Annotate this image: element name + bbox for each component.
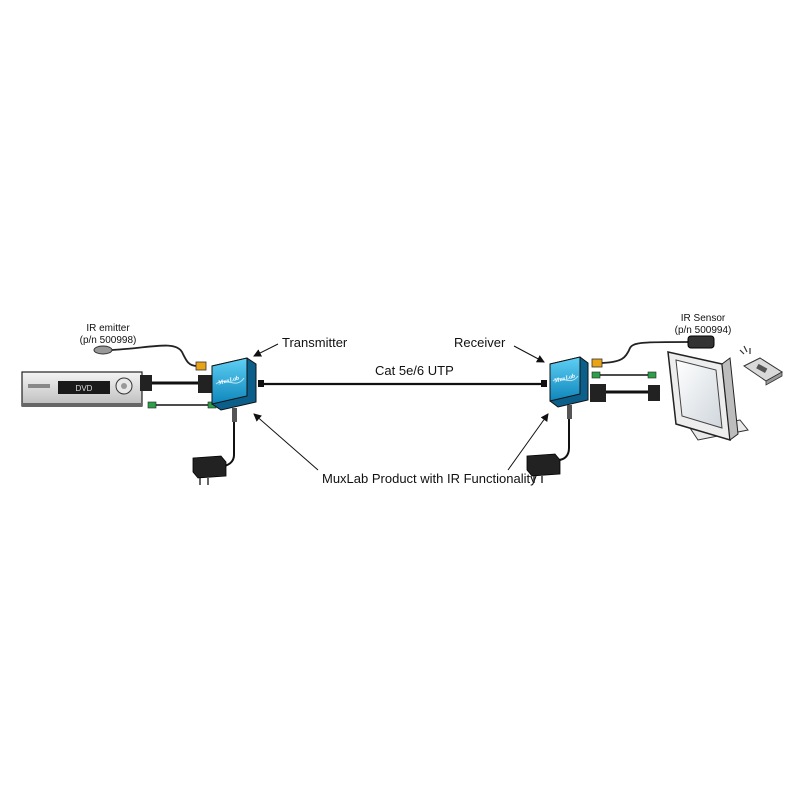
vga-plug-transmitter (198, 375, 214, 393)
ir-sensor-plug (591, 358, 603, 368)
arrow-product-rx (507, 413, 549, 471)
dvd-display-text: DVD (76, 384, 93, 393)
dvd-display (58, 381, 110, 394)
dvd-player: DVD (21, 371, 143, 407)
ir-sensor-title: IR Sensor (680, 313, 726, 324)
receiver-power-adapter (526, 405, 572, 483)
monitor (667, 351, 749, 442)
remote-control (739, 345, 783, 386)
rj45-plug-rx (541, 380, 547, 387)
receiver-unit: MuxLab (549, 356, 589, 408)
cat5-cable (258, 380, 547, 387)
ir-sensor-part-number: (p/n 500994) (674, 325, 732, 336)
vga-plug-receiver (590, 384, 606, 402)
transmitter-power-adapter (192, 408, 237, 485)
ir-emitter-part-number: (p/n 500998) (79, 335, 137, 346)
arrow-receiver (513, 345, 545, 363)
ir-emitter-title: IR emitter (86, 323, 130, 334)
cable-label: Cat 5e/6 UTP (375, 363, 454, 378)
ir-sensor-label: IR Sensor (p/n 500994) (668, 313, 738, 337)
transmitter-cables (140, 375, 217, 409)
vga-plug-dvd (140, 375, 152, 391)
transmitter-unit: MuxLab (211, 357, 257, 411)
ir-emitter-plug (195, 361, 207, 371)
receiver-brand: MuxLab (553, 374, 576, 385)
receiver-cables (590, 341, 689, 402)
rj45-plug-tx (258, 380, 264, 387)
ir-emitter (93, 344, 207, 371)
transmitter-label: Transmitter (282, 335, 348, 350)
ir-sensor (687, 335, 715, 349)
product-label: MuxLab Product with IR Functionality (322, 471, 537, 486)
callout-arrows (253, 343, 549, 471)
ir-emitter-label: IR emitter (p/n 500998) (78, 323, 138, 347)
arrow-product-tx (253, 413, 319, 471)
arrow-transmitter (253, 343, 279, 357)
transmitter-brand: MuxLab (217, 376, 240, 387)
vga-plug-monitor (648, 385, 660, 401)
receiver-label: Receiver (454, 335, 506, 350)
